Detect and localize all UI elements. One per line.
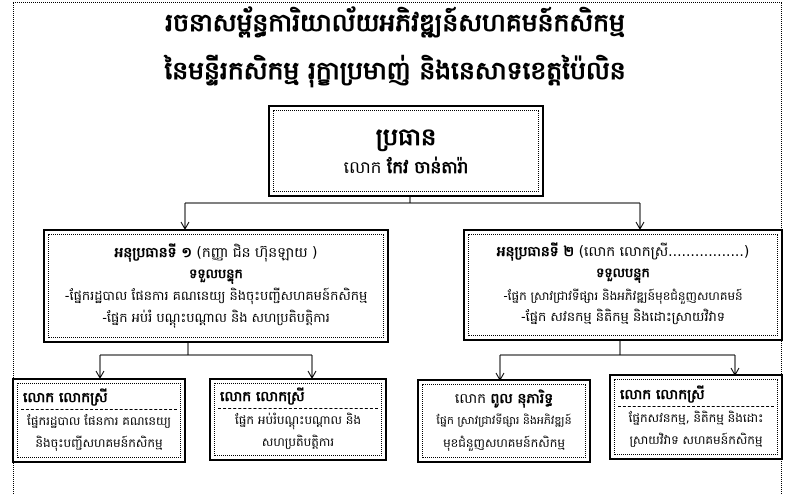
deputy2-duty: -ផ្នែក សវនកម្ម និតិកម្ម និងដោះស្រាយវិវាទ	[520, 310, 726, 325]
deputy2-responsible: ទទួលបន្ទុក	[596, 266, 650, 281]
connector-deputy1	[99, 342, 313, 377]
deputy1-name: (កញ្ញា ជិន ហ៊ុនឡាយ )	[196, 245, 318, 261]
deputy2-heading: អនុប្រធានទី ២	[496, 244, 575, 260]
deputy1-duty: -ផ្នែក អប់រំ បណ្តុះបណ្តាល និង សហប្រតិបត្…	[102, 311, 330, 326]
deputy2-name: (លោក លោកស្រី.................)	[578, 244, 750, 260]
unit-box-audit: លោក លោកស្រី ផ្នែកសវនកម្ម, និតិកម្ម និងដោ…	[609, 374, 783, 460]
unit-line: មុខជំនួញសហគមន៍កសិកម្ម	[443, 436, 565, 450]
unit-box-training: លោក លោកស្រី ផ្នែក អប់រំបណ្តុះបណ្តាល និង …	[209, 378, 387, 461]
deputy1-box: អនុប្រធានទី ១ (កញ្ញា ជិន ហ៊ុនឡាយ ) ទទួលប…	[43, 229, 389, 343]
connector-deputy2	[499, 340, 736, 379]
unit-prefix: លោក	[454, 391, 486, 407]
unit-line: ផ្នែក អប់រំបណ្តុះបណ្តាល និង	[235, 413, 361, 427]
unit-name: លោក លោកស្រី	[618, 384, 774, 407]
connector-chief	[184, 197, 641, 228]
chief-prefix: លោក	[343, 158, 382, 178]
unit-line: និងចុះបញ្ជីសហគមន៍កសិកម្ម	[35, 436, 163, 450]
unit-box-admin: លោក លោកស្រី ផ្នែករដ្ឋបាល ផែនការ គណនេយ្យ …	[12, 378, 186, 463]
title-line-2: នៃមន្ទីរកសិកម្ម រុក្ខាប្រមាញ់ និងនេសាទខេ…	[164, 56, 626, 85]
title-line-1: រចនាសម្ព័ន្ធការិយាល័យអភិវឌ្ឍន៍សហគមន៍កសិក…	[165, 8, 625, 37]
unit-line: ផ្នែករដ្ឋបាល ផែនការ គណនេយ្យ	[27, 414, 171, 428]
deputy1-heading: អនុប្រធានទី ១	[114, 245, 192, 261]
deputy2-box: អនុប្រធានទី ២ (លោក លោកស្រី..............…	[463, 229, 783, 341]
arrow-icon	[180, 221, 645, 231]
unit-name: លោក លោកស្រី	[218, 386, 378, 409]
arrow-icon	[95, 370, 317, 380]
chief-name: កែវ ចាន់តារ៉ា	[386, 158, 469, 178]
page-border-left	[13, 2, 14, 494]
deputy1-responsible: ទទួលបន្ទុក	[189, 267, 243, 282]
deputy1-duty: -ផ្នែករដ្ឋបាល ផែនការ គណនេយ្យ និងចុះបញ្ជី…	[64, 289, 368, 304]
unit-name: លោក លោកស្រី	[21, 387, 177, 410]
page-border-top	[13, 2, 782, 3]
unit-box-market: លោក ពូល នុភារិទ្ធ ផ្នែក ស្រាវជ្រាវទីផ្សា…	[417, 379, 591, 463]
chief-box: ប្រធាន លោក កែវ ចាន់តារ៉ា	[268, 105, 544, 197]
unit-line: ផ្នែកសវនកម្ម, និតិកម្ម និងដោះ	[628, 410, 764, 425]
unit-line: ស្រាយវិវាទ សហគមន៍កសិកម្ម	[629, 432, 763, 447]
unit-line: ផ្នែក ស្រាវជ្រាវទីផ្សារ និងអភិវឌ្ឍន៍	[436, 414, 572, 427]
unit-line: សហប្រតិបត្តិការ	[261, 435, 335, 449]
deputy2-duty: -ផ្នែក ស្រាវជ្រាវទីផ្សារ និងអភិវឌ្ឍន៍មុខ…	[503, 289, 743, 303]
unit-name: ពូល នុភារិទ្ធ	[490, 391, 554, 407]
chief-role: ប្រធាន	[375, 123, 437, 151]
